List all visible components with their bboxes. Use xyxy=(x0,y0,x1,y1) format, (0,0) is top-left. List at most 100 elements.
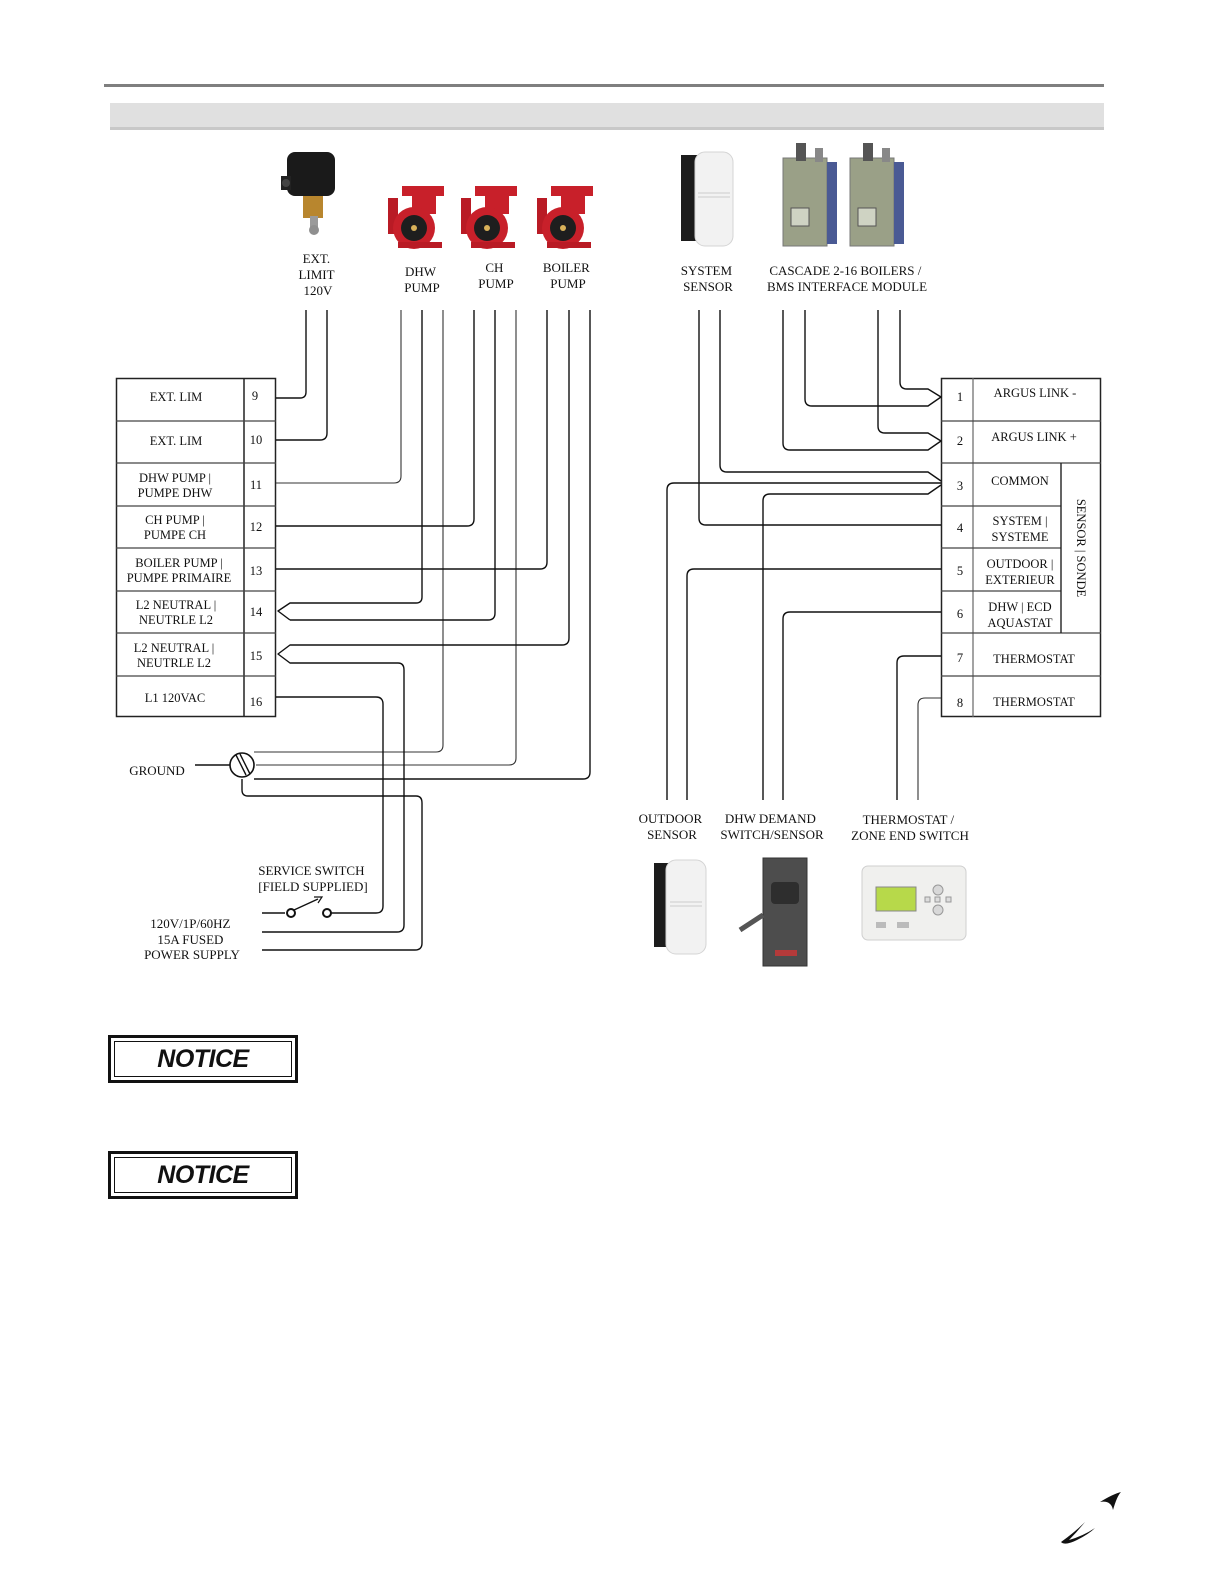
wire-dhw-pump-hot xyxy=(276,310,402,484)
svg-text:BOILER PUMP |: BOILER PUMP | xyxy=(135,556,222,570)
left-terminal-12: CH PUMP | PUMPE CH 12 xyxy=(144,513,262,542)
wire-system-sensor-common xyxy=(719,310,942,482)
wire-argus-link-minus xyxy=(804,310,942,407)
wire-thermostat-b xyxy=(917,697,941,800)
service-switch-label: SERVICE SWITCH [FIELD SUPPLIED] xyxy=(258,863,367,894)
right-terminal-6: 6 DHW | ECD AQUASTAT xyxy=(957,600,1053,630)
sensor-group-label: SENSOR | SONDE xyxy=(1074,499,1088,598)
svg-text:9: 9 xyxy=(252,389,258,403)
right-terminal-1: 1 ARGUS LINK - xyxy=(957,386,1076,404)
svg-text:14: 14 xyxy=(250,605,263,619)
svg-text:CH PUMP |: CH PUMP | xyxy=(145,513,205,527)
wire-dhw-pump-ground xyxy=(254,310,444,753)
svg-text:5: 5 xyxy=(957,564,963,578)
wire-ground-to-supply xyxy=(241,779,423,951)
svg-text:L2 NEUTRAL |: L2 NEUTRAL | xyxy=(134,641,215,655)
thermostat-image xyxy=(861,865,967,941)
right-terminal-block xyxy=(940,377,1102,718)
ch-pump-label: CH PUMP xyxy=(478,260,513,291)
svg-text:4: 4 xyxy=(957,521,964,535)
svg-text:1: 1 xyxy=(957,390,963,404)
svg-text:PUMPE CH: PUMPE CH xyxy=(144,528,206,542)
system-sensor-image xyxy=(681,151,734,247)
svg-text:8: 8 xyxy=(957,696,963,710)
right-terminal-7: 7 THERMOSTAT xyxy=(957,651,1075,666)
ground-label: GROUND xyxy=(129,763,185,778)
wire-outdoor-common xyxy=(666,482,941,800)
svg-text:12: 12 xyxy=(250,520,263,534)
svg-text:EXT. LIM: EXT. LIM xyxy=(150,390,203,404)
wire-boiler-pump-neutral-and-supply-neutral xyxy=(262,310,570,933)
svg-text:AQUASTAT: AQUASTAT xyxy=(988,616,1053,630)
notice-label-2: NOTICE xyxy=(114,1157,292,1193)
power-supply-label: 120V/1P/60HZ 15A FUSED POWER SUPPLY xyxy=(144,916,240,962)
wire-dhw-signal xyxy=(782,611,941,800)
svg-text:DHW | ECD: DHW | ECD xyxy=(988,600,1051,614)
svg-text:L2 NEUTRAL |: L2 NEUTRAL | xyxy=(136,598,217,612)
dhw-demand-label: DHW DEMAND SWITCH/SENSOR xyxy=(720,811,824,842)
svg-text:PUMPE PRIMAIRE: PUMPE PRIMAIRE xyxy=(127,571,232,585)
svg-text:13: 13 xyxy=(250,564,263,578)
svg-text:6: 6 xyxy=(957,607,963,621)
svg-text:SYSTEM |: SYSTEM | xyxy=(993,514,1048,528)
left-terminal-13: BOILER PUMP | PUMPE PRIMAIRE 13 xyxy=(127,556,263,585)
wire-ext-limit-a xyxy=(276,310,307,399)
boiler-pump-label: BOILER PUMP xyxy=(543,260,593,291)
boiler-pump-image xyxy=(537,186,593,249)
svg-text:3: 3 xyxy=(957,479,963,493)
wire-dhw-pump-neutral xyxy=(277,310,423,621)
svg-text:ARGUS LINK +: ARGUS LINK + xyxy=(991,430,1077,444)
system-sensor-label: SYSTEM SENSOR xyxy=(681,263,736,294)
ch-pump-image xyxy=(461,186,517,249)
wire-boiler-pump-ground xyxy=(254,310,591,780)
notice-box-1: NOTICE xyxy=(108,1035,298,1083)
svg-text:EXT. LIM: EXT. LIM xyxy=(150,434,203,448)
svg-text:THERMOSTAT: THERMOSTAT xyxy=(993,695,1075,709)
svg-text:PUMPE DHW: PUMPE DHW xyxy=(138,486,213,500)
svg-text:11: 11 xyxy=(250,478,262,492)
left-terminal-14: L2 NEUTRAL | NEUTRLE L2 14 xyxy=(136,598,263,627)
svg-text:NEUTRLE L2: NEUTRLE L2 xyxy=(139,613,213,627)
left-terminal-10: EXT. LIM 10 xyxy=(150,433,263,448)
svg-text:EXTERIEUR: EXTERIEUR xyxy=(985,573,1055,587)
cascade-boiler-image-2 xyxy=(849,143,904,247)
right-wiring xyxy=(666,310,942,800)
ext-limit-switch-image xyxy=(281,152,335,235)
svg-text:NEUTRLE L2: NEUTRLE L2 xyxy=(137,656,211,670)
svg-text:SYSTEME: SYSTEME xyxy=(992,530,1049,544)
outdoor-sensor-label: OUTDOOR SENSOR xyxy=(639,811,706,842)
wire-system-sensor-signal xyxy=(698,310,941,526)
right-terminal-5: 5 OUTDOOR | EXTERIEUR xyxy=(957,557,1056,587)
left-terminal-block xyxy=(115,377,277,718)
left-terminal-16: L1 120VAC 16 xyxy=(145,691,263,709)
svg-text:7: 7 xyxy=(957,651,963,665)
wire-outdoor-signal xyxy=(686,568,941,800)
header-rule xyxy=(104,84,1104,87)
left-terminal-11: DHW PUMP | PUMPE DHW 11 xyxy=(138,471,262,500)
notice-box-2: NOTICE xyxy=(108,1151,298,1199)
right-terminal-2: 2 ARGUS LINK + xyxy=(957,430,1077,448)
svg-text:10: 10 xyxy=(250,433,263,447)
wire-ch-pump-hot xyxy=(276,310,475,527)
wire-ch-pump-neutral xyxy=(290,310,496,621)
thermostat-label: THERMOSTAT / ZONE END SWITCH xyxy=(851,812,969,843)
right-terminal-4: 4 SYSTEM | SYSTEME xyxy=(957,514,1049,544)
section-title-bar xyxy=(110,103,1104,130)
notice-label-1: NOTICE xyxy=(114,1041,292,1077)
left-terminal-15: L2 NEUTRAL | NEUTRLE L2 15 xyxy=(134,641,263,670)
svg-text:DHW PUMP |: DHW PUMP | xyxy=(139,471,211,485)
right-terminal-8: 8 THERMOSTAT xyxy=(957,695,1075,710)
svg-text:L1 120VAC: L1 120VAC xyxy=(145,691,206,705)
wire-boiler-pump-hot xyxy=(276,310,548,570)
brand-logo-icon xyxy=(1061,1492,1121,1544)
wire-ext-limit-b xyxy=(276,310,328,441)
svg-text:OUTDOOR |: OUTDOOR | xyxy=(987,557,1054,571)
dhw-aquastat-image xyxy=(738,857,808,967)
right-terminal-3: 3 COMMON xyxy=(957,474,1049,493)
outdoor-sensor-image xyxy=(654,859,707,955)
cascade-boiler-image-1 xyxy=(782,143,837,247)
svg-text:THERMOSTAT: THERMOSTAT xyxy=(993,652,1075,666)
svg-text:2: 2 xyxy=(957,434,963,448)
ground-terminal-icon xyxy=(229,752,255,778)
